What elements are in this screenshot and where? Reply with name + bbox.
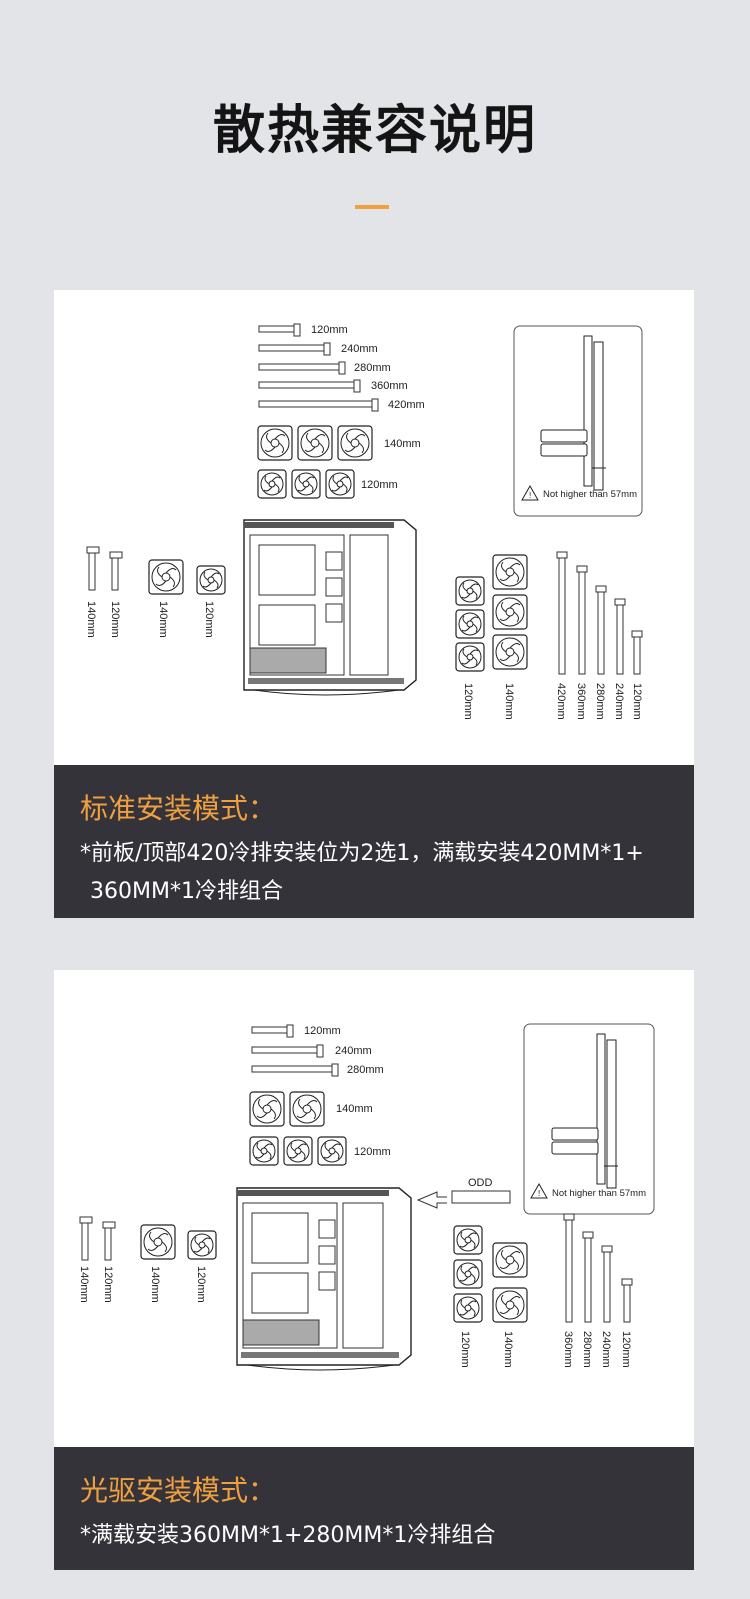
fan2-row-label-140: 140mm bbox=[336, 1103, 373, 1115]
fan-rows: 140mm 120mm bbox=[257, 425, 421, 499]
fan2-row-label-120: 120mm bbox=[354, 1146, 391, 1158]
left-rad-label-120: 120mm bbox=[109, 601, 121, 638]
odd-mode-title: 光驱安装模式： bbox=[80, 1474, 277, 1507]
right2-rad-label-240: 240mm bbox=[600, 1331, 612, 1368]
standard-mode-text: *前板/顶部420冷排安装位为2选1，满载安装420MM*1+ bbox=[80, 841, 644, 866]
odd-label: ODD bbox=[468, 1177, 493, 1189]
radiator-list: 120mm 240mm 280mm 360mm 420mm bbox=[258, 323, 425, 412]
left-components: 140mm 120mm 140mm 120mm bbox=[85, 546, 226, 638]
clearance-note: Not higher than 57mm bbox=[543, 489, 637, 500]
svg-text:!: ! bbox=[529, 491, 531, 500]
odd-mode-caption: 光驱安装模式： *满载安装360MM*1+280MM*1冷排组合 bbox=[54, 1447, 694, 1570]
clearance-note-box-2: ! Not higher than 57mm bbox=[523, 1023, 655, 1215]
fan-rows-2: 140mm 120mm bbox=[249, 1091, 391, 1166]
fan-row-label-120: 120mm bbox=[361, 479, 398, 491]
left2-fan-label-120: 120mm bbox=[195, 1266, 207, 1303]
fan-row-label-140: 140mm bbox=[384, 438, 421, 450]
rad2-label-240: 240mm bbox=[335, 1045, 372, 1057]
rad-label-240: 240mm bbox=[341, 343, 378, 355]
right-fans-2: 120mm 140mm bbox=[453, 1225, 528, 1368]
svg-text:!: ! bbox=[538, 1189, 540, 1198]
left2-rad-label-140: 140mm bbox=[78, 1266, 90, 1303]
left-fan-label-140: 140mm bbox=[157, 601, 169, 638]
rad-label-120: 120mm bbox=[311, 324, 348, 336]
right2-fan-label-120: 120mm bbox=[459, 1331, 471, 1368]
odd-mode-text: *满载安装360MM*1+280MM*1冷排组合 bbox=[80, 1523, 496, 1548]
right-rad-label-360: 360mm bbox=[575, 683, 587, 720]
odd-mode-svg: 120mm 240mm 280mm 140mm 120mm ! Not high… bbox=[78, 1023, 655, 1371]
right2-fan-label-140: 140mm bbox=[502, 1331, 514, 1368]
standard-mode-title: 标准安装模式： bbox=[80, 792, 277, 825]
standard-mode-caption: 标准安装模式： *前板/顶部420冷排安装位为2选1，满载安装420MM*1+ … bbox=[54, 765, 694, 918]
rad-label-360: 360mm bbox=[371, 380, 408, 392]
right2-rad-label-120: 120mm bbox=[620, 1331, 632, 1368]
right-fan-label-140: 140mm bbox=[503, 683, 515, 720]
odd-mode-diagram: 120mm 240mm 280mm 140mm 120mm ! Not high… bbox=[54, 970, 694, 1447]
left2-rad-label-120: 120mm bbox=[102, 1266, 114, 1303]
odd-drive: ODD bbox=[416, 1177, 511, 1209]
right-rad-label-240: 240mm bbox=[613, 683, 625, 720]
clearance-note-box: ! Not higher than 57mm bbox=[513, 325, 643, 517]
pc-case-drawing-2 bbox=[236, 1187, 412, 1371]
right-rad-label-280: 280mm bbox=[594, 683, 606, 720]
right2-rad-label-280: 280mm bbox=[581, 1331, 593, 1368]
standard-mode-diagram: 120mm 240mm 280mm 360mm 420mm 140mm 120m… bbox=[54, 290, 694, 765]
clearance-note-2: Not higher than 57mm bbox=[552, 1188, 646, 1199]
right2-rad-label-360: 360mm bbox=[562, 1331, 574, 1368]
standard-mode-svg: 120mm 240mm 280mm 360mm 420mm 140mm 120m… bbox=[85, 323, 643, 720]
right-rad-label-120: 120mm bbox=[631, 683, 643, 720]
right-rad-label-420: 420mm bbox=[555, 683, 567, 720]
right-radiators-2: 360mm 280mm 240mm 120mm bbox=[562, 1213, 633, 1368]
pc-case-drawing bbox=[243, 519, 417, 696]
rad2-label-120: 120mm bbox=[304, 1025, 341, 1037]
rad2-label-280: 280mm bbox=[347, 1064, 384, 1076]
radiator-list-2: 120mm 240mm 280mm bbox=[251, 1024, 384, 1077]
standard-mode-text-2: 360MM*1冷排组合 bbox=[90, 879, 283, 904]
left-components-2: 140mm 120mm 140mm 120mm bbox=[78, 1216, 217, 1303]
rad-label-420: 420mm bbox=[388, 399, 425, 411]
page-title: 散热兼容说明 bbox=[212, 101, 537, 161]
title-accent-bar bbox=[355, 205, 389, 209]
left2-fan-label-140: 140mm bbox=[149, 1266, 161, 1303]
right-fan-label-120: 120mm bbox=[462, 683, 474, 720]
left-fan-label-120: 120mm bbox=[203, 601, 215, 638]
left-rad-label-140: 140mm bbox=[85, 601, 97, 638]
right-radiators: 420mm 360mm 280mm 240mm 120mm bbox=[555, 551, 643, 720]
right-fans: 120mm 140mm bbox=[455, 554, 528, 720]
rad-label-280: 280mm bbox=[354, 362, 391, 374]
